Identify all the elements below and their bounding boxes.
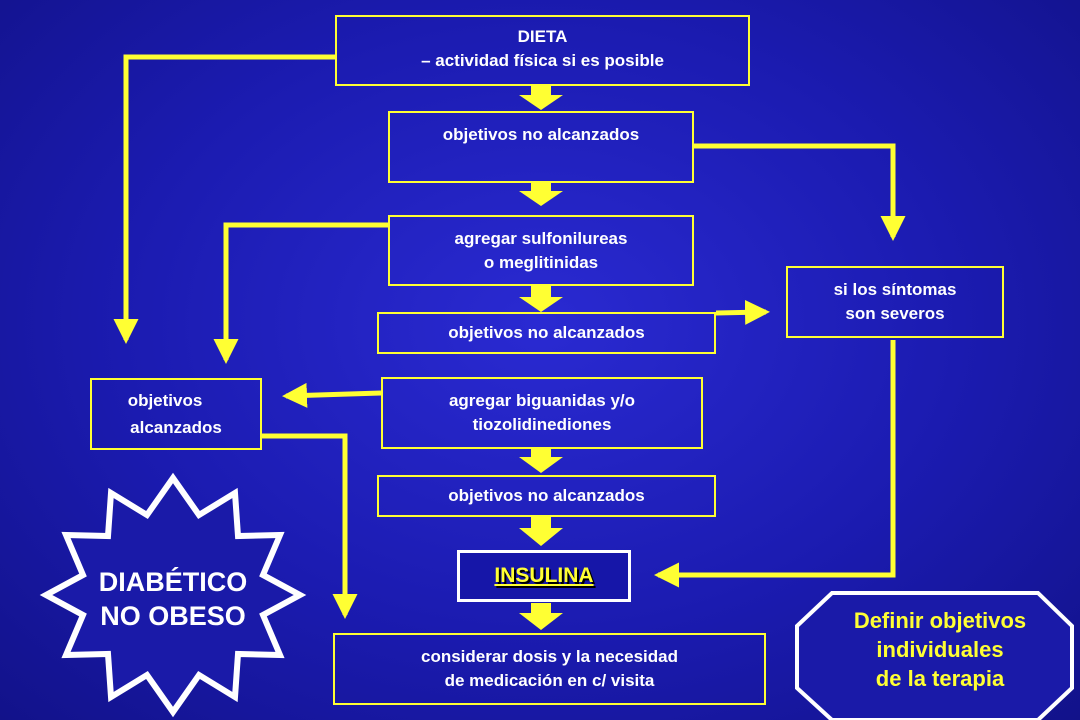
node-objetivos-no-alcanzados-1: objetivos no alcanzados bbox=[388, 111, 694, 183]
sintomas-line2: son severos bbox=[845, 304, 945, 323]
node-dieta: DIETA – actividad física si es posible bbox=[335, 15, 750, 86]
flow-arrow-1 bbox=[519, 86, 563, 110]
definir-objetivos-octagon bbox=[795, 591, 1074, 720]
node-considerar-dosis: considerar dosis y la necesidad de medic… bbox=[333, 633, 766, 705]
sintomas-line1: si los síntomas bbox=[833, 280, 957, 299]
alcanzados-line2: alcanzados bbox=[130, 418, 222, 437]
considerar-line1: considerar dosis y la necesidad bbox=[420, 647, 678, 666]
objetivos-no-alcanzados-3-label: objetivos no alcanzados bbox=[448, 486, 645, 505]
dieta-subtitle: – actividad física si es posible bbox=[421, 51, 664, 70]
diabetico-starburst-shape bbox=[39, 472, 307, 718]
alcanzados-line1: objetivos bbox=[127, 391, 203, 410]
note-line3: de la terapia bbox=[875, 666, 1005, 691]
connector-sintomas-to-insulina bbox=[653, 340, 896, 588]
node-objetivos-no-alcanzados-3: objetivos no alcanzados bbox=[377, 475, 716, 517]
objetivos-no-alcanzados-1-label: objetivos no alcanzados bbox=[442, 125, 640, 144]
bigua-line1: agregar biguanidas y/o bbox=[448, 391, 636, 410]
diabetico-no-obeso-badge: DIABÉTICO NO OBESO bbox=[48, 565, 298, 633]
flow-arrow-2 bbox=[519, 182, 563, 206]
connector-alcanzados-to-considerar bbox=[262, 433, 358, 620]
note-line1: Definir objetivos bbox=[853, 608, 1027, 633]
sulfo-line1: agregar sulfonilureas bbox=[454, 228, 628, 248]
considerar-line2: de medicación en c/ visita bbox=[444, 671, 655, 690]
connector-dieta-to-alcanzados bbox=[113, 54, 335, 345]
node-si-los-sintomas: si los síntomas son severos bbox=[786, 266, 1004, 338]
flow-arrow-5 bbox=[519, 517, 563, 546]
objetivos-no-alcanzados-2-label: objetivos no alcanzados bbox=[448, 323, 645, 342]
insulina-label: INSULINA bbox=[494, 564, 594, 587]
connector-bigua-to-alcanzados bbox=[282, 382, 382, 408]
node-agregar-sulfonilureas: agregar sulfonilureas o meglitinidas bbox=[388, 215, 694, 286]
bigua-line2: tiozolidinediones bbox=[472, 415, 612, 434]
connector-obj1-to-sintomas bbox=[694, 143, 906, 242]
definir-objetivos-note: Definir objetivos individuales de la ter… bbox=[795, 606, 1080, 693]
node-objetivos-no-alcanzados-2: objetivos no alcanzados bbox=[377, 312, 716, 354]
node-objetivos-alcanzados: objetivos alcanzados bbox=[90, 378, 262, 450]
connector-sulfo-to-alcanzados bbox=[213, 222, 388, 365]
sulfo-line2: o meglitinidas bbox=[483, 252, 599, 272]
note-line2: individuales bbox=[876, 637, 1004, 662]
flow-arrow-6 bbox=[519, 603, 563, 630]
flow-arrow-3 bbox=[519, 286, 563, 312]
flow-arrows-main bbox=[519, 86, 563, 630]
node-agregar-biguanidas: agregar biguanidas y/o tiozolidinediones bbox=[381, 377, 703, 449]
badge-line2: NO OBESO bbox=[100, 601, 246, 631]
node-insulina: INSULINA bbox=[457, 550, 631, 602]
badge-line1: DIABÉTICO bbox=[98, 567, 248, 597]
connector-obj2-to-sintomas bbox=[715, 299, 770, 325]
dieta-title: DIETA bbox=[517, 27, 568, 46]
flow-arrow-4 bbox=[519, 448, 563, 473]
